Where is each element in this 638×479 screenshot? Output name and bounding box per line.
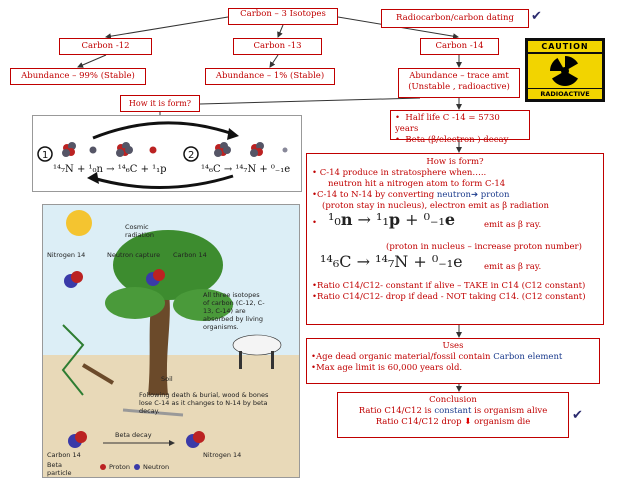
cycle-label-death: Following death & burial, wood & bones l…: [139, 391, 269, 415]
radiocarbon-box: Radiocarbon/carbon dating: [381, 9, 529, 28]
uses-line-2: •Max age limit is 60,000 years old.: [311, 363, 463, 373]
nuclear-reaction-image: 1 2 ¹⁴₇N + ¹₀n → ¹⁴₆C + ¹₁p ¹⁴₆C → ¹⁴₇N …: [32, 115, 302, 192]
uses-line-1: •Age dead organic material/fossil contai…: [311, 352, 563, 362]
cycle-label-neutron: Neutron: [143, 463, 170, 471]
checkmark-icon: ✔: [572, 408, 583, 423]
conclusion-heading: Conclusion: [429, 395, 477, 405]
cycle-label-cosmic: Cosmic radiation: [125, 223, 155, 239]
cycle-label-c14b: Carbon 14: [47, 451, 81, 459]
how-heading: How is form?: [426, 157, 484, 167]
carbon-cycle-image: Cosmic radiation Nitrogen 14 Neutron cap…: [42, 204, 300, 478]
beta-decay-item: • Beta (β/electron ) decay: [395, 135, 509, 145]
conclusion-line-1: Ratio C14/C12 is constant is organism al…: [358, 406, 548, 416]
abundance-c13-box: Abundance – 1% (Stable): [205, 68, 335, 85]
half-life-item: • Half life C -14 = 5730 years: [395, 113, 500, 134]
how-formed-box: How is form? • C-14 produce in stratosph…: [306, 153, 604, 325]
emit-note-2: emit as β ray.: [484, 262, 542, 272]
caution-footer: RADIOACTIVE: [528, 89, 602, 99]
uses-heading: Uses: [442, 341, 464, 351]
abundance-c14-line1: Abundance – trace amt: [409, 71, 509, 81]
half-life-box: • Half life C -14 = 5730 years • Beta (β…: [390, 110, 530, 145]
cycle-label-c14: Carbon 14: [173, 251, 207, 259]
carbon-13-label: Carbon -13: [253, 41, 302, 51]
svg-text:1: 1: [42, 150, 48, 161]
abundance-c12-box: Abundance – 99% (Stable): [10, 68, 146, 85]
checkmark-icon: ✔: [531, 9, 542, 24]
how-note: (proton in nucleus – increase proton num…: [386, 242, 582, 252]
cycle-label-proton: Proton: [109, 463, 130, 471]
caution-header: CAUTION: [528, 41, 602, 52]
cycle-label-n14: Nitrogen 14: [47, 251, 86, 259]
title-box: Carbon – 3 Isotopes: [228, 8, 338, 25]
cycle-label-capture: Neutron capture: [107, 251, 161, 259]
radiation-icon: [528, 54, 602, 88]
abundance-c14-line2: (Unstable , radioactive): [408, 82, 510, 92]
caution-radioactive-sign: CAUTION RADIOACTIVE: [525, 38, 605, 102]
how-line-1: • C-14 produce in stratosphere when…..: [312, 168, 487, 178]
ratio-line-2: •Ratio C14/C12- drop if dead - NOT takin…: [312, 292, 586, 302]
carbon-12-box: Carbon -12: [59, 38, 152, 55]
cycle-label-beta: Beta decay: [115, 431, 152, 439]
carbon-14-label: Carbon -14: [435, 41, 484, 51]
abundance-c12: Abundance – 99% (Stable): [21, 71, 135, 81]
abundance-c13: Abundance – 1% (Stable): [215, 71, 325, 81]
equation-row-1: • ¹₀n → ¹₁p + ⁰₋₁e emit as β ray.: [312, 210, 542, 231]
cycle-label-note: All three isotopes of carbon (C-12, C-13…: [203, 291, 265, 331]
title-text: Carbon – 3 Isotopes: [240, 9, 326, 19]
how-formed-question: How it is form?: [128, 99, 192, 108]
neutron-decay-equation: ¹₀n → ¹₁p + ⁰₋₁e: [328, 210, 456, 229]
cycle-label-particle: Beta particle: [47, 461, 72, 477]
svg-text:¹⁴₆C → ¹⁴₇N + ⁰₋₁e: ¹⁴₆C → ¹⁴₇N + ⁰₋₁e: [201, 164, 290, 175]
radiocarbon-label: Radiocarbon/carbon dating: [396, 13, 514, 23]
ratio-line-1: •Ratio C14/C12- constant if alive – TAKE…: [312, 281, 586, 291]
carbon-14-box: Carbon -14: [420, 38, 499, 55]
carbon-12-label: Carbon -12: [81, 41, 130, 51]
how-line-4: (proton stay in nucleus), electron emit …: [322, 201, 549, 211]
abundance-c14-box: Abundance – trace amt (Unstable , radioa…: [398, 68, 520, 98]
carbon-13-box: Carbon -13: [233, 38, 322, 55]
cycle-label-soil: Soil: [161, 375, 173, 383]
conclusion-box: Conclusion Ratio C14/C12 is constant is …: [337, 392, 569, 438]
equation-row-2: ¹⁴₆C → ¹⁴₇N + ⁰₋₁e emit as β ray.: [312, 253, 598, 281]
cycle-label-n14b: Nitrogen 14: [203, 451, 242, 459]
svg-text:2: 2: [188, 150, 194, 161]
svg-text:¹⁴₇N + ¹₀n → ¹⁴₆C + ¹₁p: ¹⁴₇N + ¹₀n → ¹⁴₆C + ¹₁p: [53, 164, 167, 175]
emit-note-1: emit as β ray.: [484, 220, 542, 230]
down-arrow-icon: ⬇: [464, 417, 472, 427]
conclusion-line-2: Ratio C14/C12 drop ⬇ organism die: [375, 417, 531, 427]
carbon-decay-equation: ¹⁴₆C → ¹⁴₇N + ⁰₋₁e: [320, 252, 463, 271]
uses-box: Uses •Age dead organic material/fossil c…: [306, 338, 600, 384]
how-formed-question-box: How it is form?: [120, 95, 200, 112]
how-line-3: •C-14 to N-14 by converting neutron➔ pro…: [312, 190, 510, 200]
how-line-2: neutron hit a nitrogen atom to form C-14: [328, 179, 506, 189]
